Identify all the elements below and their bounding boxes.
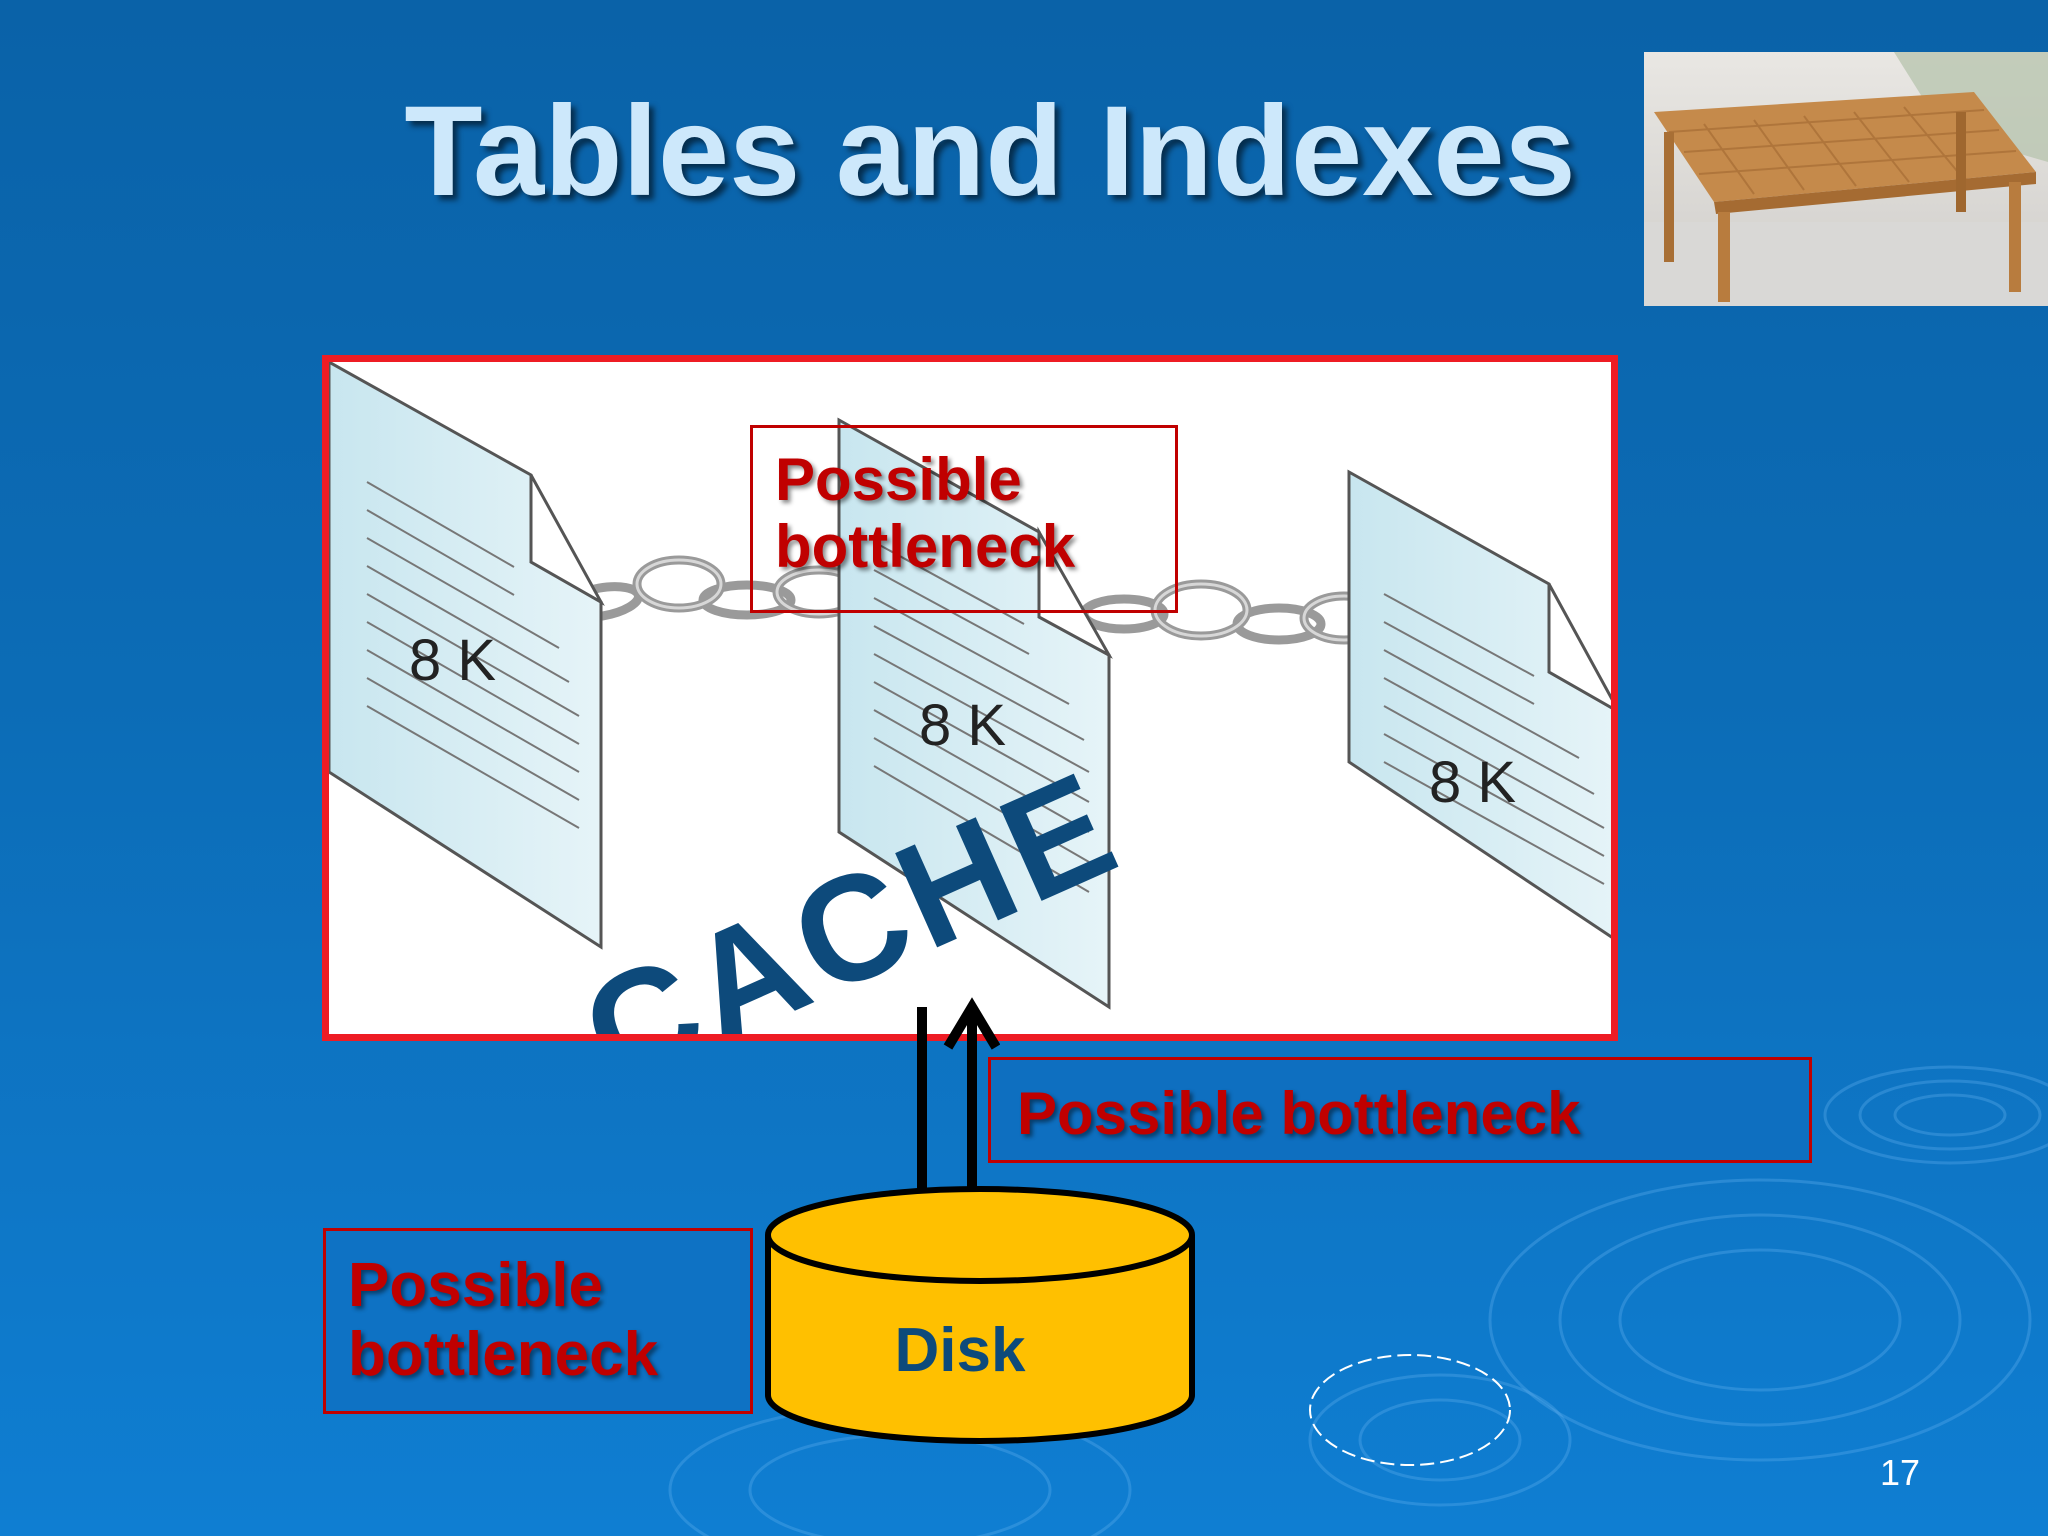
document-page-icon bbox=[329, 362, 605, 950]
bottleneck-left-line1: Possible bbox=[348, 1251, 603, 1320]
disk-label: Disk bbox=[894, 1316, 1026, 1385]
bottleneck-box-middle: Possible bottleneck bbox=[988, 1057, 1812, 1163]
slide-number: 17 bbox=[1880, 1452, 1921, 1493]
disk-cylinder-icon bbox=[765, 1186, 1195, 1444]
document-page-icon bbox=[837, 417, 1113, 1010]
bottleneck-box-left: Possible bottleneck bbox=[323, 1228, 753, 1414]
page-2-size: 8 K bbox=[919, 693, 1006, 758]
cache-frame: 8 K 8 K 8 K CACHE bbox=[322, 355, 1618, 1041]
document-page-icon bbox=[1347, 469, 1611, 939]
page-1-size: 8 K bbox=[409, 628, 496, 693]
table-photo bbox=[1644, 52, 2048, 306]
slide-title: Tables and Indexes bbox=[404, 80, 1576, 223]
page-3-size: 8 K bbox=[1429, 750, 1516, 815]
bottleneck-left-line2: bottleneck bbox=[348, 1320, 659, 1390]
bottleneck-top-line2: bottleneck bbox=[775, 513, 1076, 581]
bottleneck-box-top: Possible bottleneck bbox=[750, 425, 1178, 613]
bottleneck-middle-text: Possible bottleneck bbox=[1017, 1080, 1581, 1147]
bottleneck-top-line1: Possible bbox=[775, 446, 1022, 513]
cache-illustration: 8 K 8 K 8 K bbox=[329, 362, 1611, 1010]
